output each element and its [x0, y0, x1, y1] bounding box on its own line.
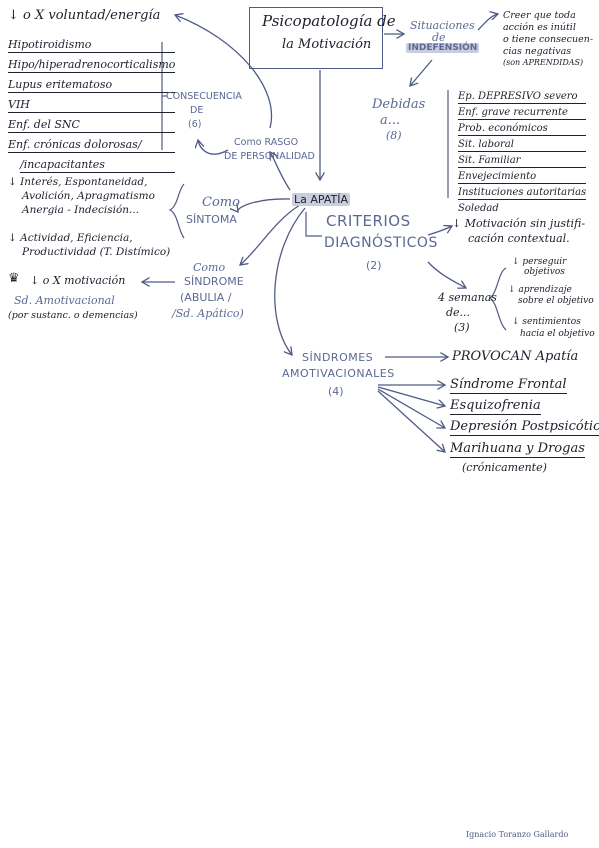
amotivacional-label: Sd. Amotivacional: [14, 294, 115, 307]
list-item: Enf. crónicas dolorosas/: [8, 138, 176, 153]
sintoma-label-como: Como: [202, 195, 240, 210]
rasgo-label: Como RASGO: [234, 137, 299, 148]
sindromes-label: SÍNDROMES: [302, 351, 374, 364]
situaciones-label: Situaciones: [410, 19, 475, 32]
sintoma-items-b: ↓ Actividad, Eficiencia, Productividad (…: [8, 232, 170, 258]
list-item: Ep. DEPRESIVO severo: [458, 91, 587, 104]
apatia-label: La APATÍA: [292, 193, 350, 206]
marihuana-drogas: Marihuana y Drogas: [450, 441, 585, 458]
sintoma-line: ↓ Interés, Espontaneidad,: [8, 176, 148, 188]
semanas-item-1b: objetivos: [524, 267, 565, 277]
list-item: Hipotiroidismo: [8, 38, 176, 53]
debidas-list: Ep. DEPRESIVO severo Enf. grave recurren…: [458, 91, 587, 214]
criterio1-line2: cación contextual.: [468, 232, 570, 245]
semanas-item-2b: sobre el objetivo: [518, 296, 594, 306]
crown-icon: ♛: [8, 271, 20, 286]
list-item: Enf. del SNC: [8, 118, 176, 133]
title-box: [249, 7, 383, 69]
indefension-label: INDEFENSIÓN: [406, 43, 480, 53]
sindrome-label-como: Como: [193, 261, 226, 274]
semanas-count: (3): [454, 321, 470, 334]
semanas-label: 4 semanas: [438, 291, 497, 304]
motivacion-text: ↓ o X motivación: [30, 274, 126, 287]
esquizofrenia: Esquizofrenia: [450, 398, 541, 415]
sindrome-abulia: (ABULIA /: [180, 291, 232, 304]
list-item: Hipo/hiperadrenocorticalismo: [8, 58, 176, 73]
provocan-text: PROVOCAN Apatía: [452, 349, 579, 364]
creer-line: Creer que toda: [503, 10, 576, 21]
sindrome-frontal: Síndrome Frontal: [450, 377, 567, 394]
list-item: Sit. Familiar: [458, 155, 587, 168]
creer-line: o tiene consecuen-: [503, 34, 594, 45]
title-line2: la Motivación: [282, 37, 372, 52]
list-item: Envejecimiento: [458, 171, 587, 184]
sintoma-line: Productividad (T. Distímico): [22, 246, 171, 258]
criterio1-line1: ↓ Motivación sin justifi-: [452, 217, 586, 230]
creer-text: Creer que toda acción es inútil o tiene …: [503, 10, 593, 67]
sindrome-label: SÍNDROME: [184, 275, 244, 288]
sindrome-apatico: /Sd. Apático): [172, 307, 244, 320]
criterios-label-2: DIAGNÓSTICOS: [324, 235, 438, 251]
criterios-label: CRITERIOS: [326, 212, 411, 230]
sintoma-line: Anergia - Indecisión...: [22, 204, 140, 216]
debidas-count: (8): [386, 129, 402, 142]
semanas-item-3: ↓ sentimientos: [512, 317, 581, 327]
rasgo-label-2: DE PERSONALIDAD: [224, 151, 315, 162]
list-item: Sit. laboral: [458, 139, 587, 152]
sintoma-items-a: ↓ Interés, Espontaneidad, Avolición, Apr…: [8, 176, 155, 216]
debidas-label: Debidas: [372, 97, 426, 112]
situaciones-de: de: [432, 31, 446, 44]
list-item: Soledad: [458, 203, 499, 214]
amotivacional-note: (por sustanc. o demencias): [8, 310, 138, 321]
creer-line: acción es inútil: [503, 22, 576, 33]
sintoma-label: SÍNTOMA: [186, 213, 237, 226]
author-signature: Ignacio Toranzo Gallardo: [466, 830, 569, 839]
semanas-item-2: ↓ aprendizaje: [508, 285, 572, 295]
debidas-a: a...: [380, 113, 401, 128]
consecuencia-count: (6): [188, 119, 202, 130]
consecuencia-label-de: DE: [190, 105, 204, 116]
sindromes-count: (4): [328, 385, 344, 398]
criterios-count: (2): [366, 259, 382, 272]
list-item: VIH: [8, 98, 176, 113]
sindromes-label-2: AMOTIVACIONALES: [282, 367, 395, 380]
voluntad-energia-text: ↓ o X voluntad/energía: [8, 8, 161, 23]
sintoma-line: Avolición, Apragmatismo: [22, 190, 155, 202]
title-line1: Psicopatología de: [262, 12, 396, 30]
semanas-item-1: ↓ perseguir: [512, 257, 567, 267]
list-item: Instituciones autoritarias: [458, 187, 587, 200]
cronicamente-note: (crónicamente): [462, 461, 547, 474]
list-item: Prob. económicos: [458, 123, 587, 136]
semanas-de: de...: [446, 306, 471, 319]
consecuencia-label: CONSECUENCIA: [166, 91, 242, 102]
list-item: Lupus eritematoso: [8, 78, 176, 93]
sintoma-line: ↓ Actividad, Eficiencia,: [8, 232, 133, 244]
semanas-item-3b: hacia el objetivo: [520, 329, 595, 339]
consecuencia-list: Hipotiroidismo Hipo/hiperadrenocorticali…: [8, 38, 176, 173]
list-item: /incapacitantes: [20, 158, 176, 173]
depresion-postpsicotica: Depresión Postpsicótica: [450, 420, 599, 436]
creer-line: (son APRENDIDAS): [503, 58, 584, 67]
list-item: Enf. grave recurrente: [458, 107, 587, 120]
creer-line: cias negativas: [503, 46, 572, 57]
